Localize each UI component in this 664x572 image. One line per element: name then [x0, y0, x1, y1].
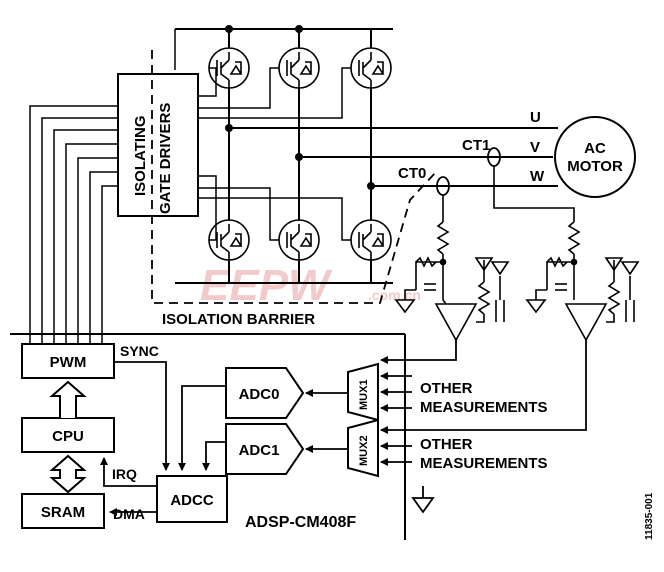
mux-inputs — [380, 340, 587, 466]
phase-v-label: V — [530, 139, 540, 156]
watermark-text: EEPW — [200, 261, 333, 310]
ct1-sense-circuit — [493, 166, 640, 342]
cpu-block — [21, 417, 115, 453]
sync-label: SYNC — [120, 343, 159, 359]
isolation-barrier-label: ISOLATION BARRIER — [162, 311, 315, 328]
cpu-pwm-arrow — [49, 380, 87, 418]
ct1-label: CT1 — [462, 137, 490, 154]
processor-boundary — [10, 333, 406, 540]
pwm-gate-bus — [29, 105, 118, 344]
sram-label: SRAM — [41, 504, 85, 521]
irq-label: IRQ — [112, 466, 137, 482]
ground-symbol — [411, 486, 435, 514]
gate-drivers-label-1: ISOLATING — [132, 115, 149, 196]
switch-bottom-2 — [278, 219, 320, 261]
other-measurements-2-line1: OTHER — [420, 436, 473, 453]
mux1-label: MUX1 — [358, 379, 370, 410]
phase-w-label: W — [530, 168, 545, 185]
other-measurements-1-line2: MEASUREMENTS — [420, 399, 548, 416]
gate-drive-lines — [174, 29, 351, 241]
adc0-label: ADC0 — [239, 386, 280, 403]
isolating-gate-drivers-block — [117, 73, 199, 217]
phase-lines — [229, 127, 558, 187]
switch-bottom-3 — [350, 219, 392, 261]
ac-motor — [554, 116, 636, 198]
motor-label-1: AC — [584, 140, 606, 157]
switch-top-3 — [350, 47, 392, 89]
phase-u-label: U — [530, 109, 541, 126]
adcc-block — [156, 475, 228, 523]
other-measurements-2-line2: MEASUREMENTS — [420, 455, 548, 472]
motor-label-2: MOTOR — [567, 158, 623, 175]
processor-label: ADSP-CM408F — [245, 514, 356, 531]
pwm-label: PWM — [50, 354, 87, 371]
sram-block — [21, 493, 105, 529]
adc1-label: ADC1 — [239, 442, 280, 459]
figure-id: 11835-001 — [644, 492, 655, 540]
cpu-sram-arrow — [49, 454, 87, 494]
ct0-sense-circuit — [394, 195, 510, 342]
other-measurements-1-line1: OTHER — [420, 380, 473, 397]
cpu-label: CPU — [52, 428, 84, 445]
adc0-block — [225, 367, 305, 419]
watermark: EEPW .com.cn — [200, 261, 421, 310]
current-transformers — [436, 147, 501, 196]
pwm-block — [21, 343, 115, 379]
switch-top-2 — [278, 47, 320, 89]
dma-label: DMA — [113, 506, 145, 522]
ct0-label: CT0 — [398, 165, 426, 182]
gate-drivers-label-2: GATE DRIVERS — [157, 103, 174, 214]
isolation-barrier-line — [151, 50, 437, 304]
adcc-label: ADCC — [170, 492, 213, 509]
mux2-label: MUX2 — [358, 435, 370, 466]
internal-connections — [100, 361, 348, 516]
mux2-block — [347, 418, 379, 478]
adc1-block — [225, 423, 305, 475]
